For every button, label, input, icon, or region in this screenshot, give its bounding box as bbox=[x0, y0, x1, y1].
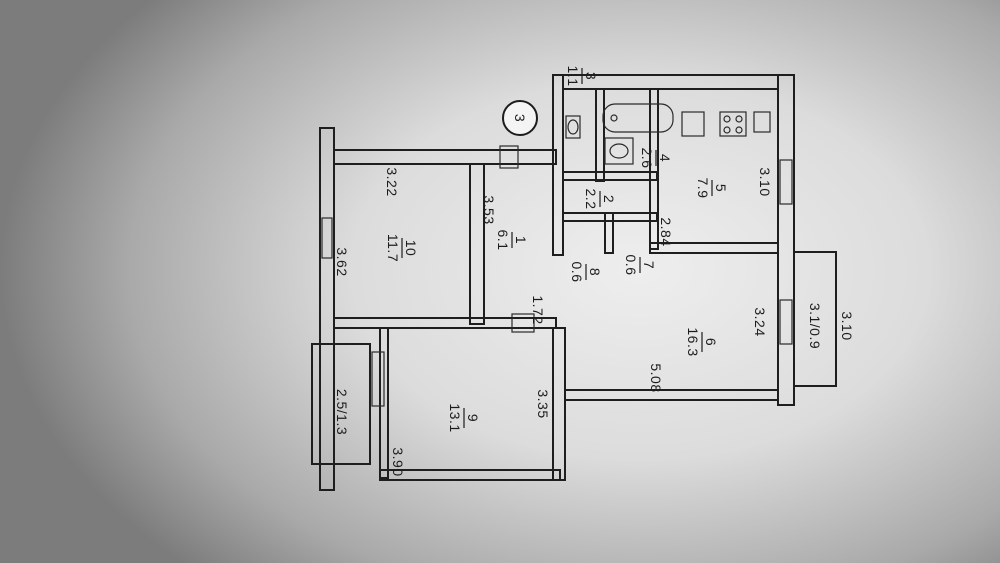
svg-text:9: 9 bbox=[465, 414, 481, 422]
washbasin-icon bbox=[604, 137, 634, 165]
room-label-2: 2 2.2 bbox=[583, 189, 617, 210]
svg-text:8: 8 bbox=[587, 268, 603, 276]
svg-text:7.9: 7.9 bbox=[695, 178, 711, 199]
svg-text:0.6: 0.6 bbox=[623, 255, 639, 276]
svg-text:7: 7 bbox=[641, 261, 657, 269]
svg-text:4: 4 bbox=[657, 154, 673, 162]
svg-text:2: 2 bbox=[601, 195, 617, 203]
balcony-right bbox=[793, 251, 837, 387]
balcony-left-label: 2.5/1.3 bbox=[334, 389, 350, 435]
dimension-2-84: 2.84 bbox=[658, 217, 674, 246]
svg-text:6: 6 bbox=[703, 338, 719, 346]
room-label-10: 10 11.7 bbox=[385, 234, 419, 262]
svg-text:2.2: 2.2 bbox=[583, 189, 599, 210]
balcony-left bbox=[311, 343, 371, 465]
svg-text:11.7: 11.7 bbox=[385, 234, 401, 262]
dimension-3-22: 3.22 bbox=[384, 167, 400, 196]
room-label-6: 6 16.3 bbox=[685, 327, 719, 356]
svg-text:16.3: 16.3 bbox=[685, 327, 701, 356]
svg-text:2.6: 2.6 bbox=[639, 148, 655, 169]
svg-text:3: 3 bbox=[583, 72, 599, 80]
room-label-9: 9 13.1 bbox=[447, 403, 481, 432]
dimension-5-08: 5.08 bbox=[648, 363, 664, 392]
dimension-3-10-kitchen: 3.10 bbox=[757, 167, 773, 196]
svg-text:13.1: 13.1 bbox=[447, 403, 463, 432]
balcony-right-label: 3.1/0.9 bbox=[807, 303, 823, 349]
room-label-3: 3 1.1 bbox=[565, 66, 599, 87]
dimension-3-62: 3.62 bbox=[334, 247, 350, 276]
dimension-3-10-balcony: 3.10 bbox=[839, 311, 855, 340]
section-marker: 3 bbox=[502, 100, 538, 136]
marker-label: 3 bbox=[512, 114, 528, 122]
dimension-1-72: 1.72 bbox=[530, 295, 546, 324]
dimension-3-53: 3.53 bbox=[481, 195, 497, 224]
dimension-3-90: 3.90 bbox=[390, 447, 406, 476]
svg-text:1: 1 bbox=[513, 236, 529, 244]
svg-text:10: 10 bbox=[403, 240, 419, 257]
svg-text:6.1: 6.1 bbox=[495, 230, 511, 251]
dimension-3-24: 3.24 bbox=[752, 307, 768, 336]
svg-text:0.6: 0.6 bbox=[569, 262, 585, 283]
dimension-3-35: 3.35 bbox=[535, 389, 551, 418]
room-label-4: 4 2.6 bbox=[639, 148, 673, 169]
sink-icon bbox=[681, 111, 705, 137]
svg-text:5: 5 bbox=[713, 184, 729, 192]
stove-icon bbox=[719, 111, 747, 137]
toilet-icon bbox=[565, 115, 581, 139]
svg-text:1.1: 1.1 bbox=[565, 66, 581, 87]
room-label-1: 1 6.1 bbox=[495, 230, 529, 251]
room-label-7: 7 0.6 bbox=[623, 255, 657, 276]
room-label-8: 8 0.6 bbox=[569, 262, 603, 283]
fridge-icon bbox=[753, 111, 771, 133]
room-label-5: 5 7.9 bbox=[695, 178, 729, 199]
bathtub-icon bbox=[602, 103, 674, 133]
walls bbox=[319, 74, 795, 491]
